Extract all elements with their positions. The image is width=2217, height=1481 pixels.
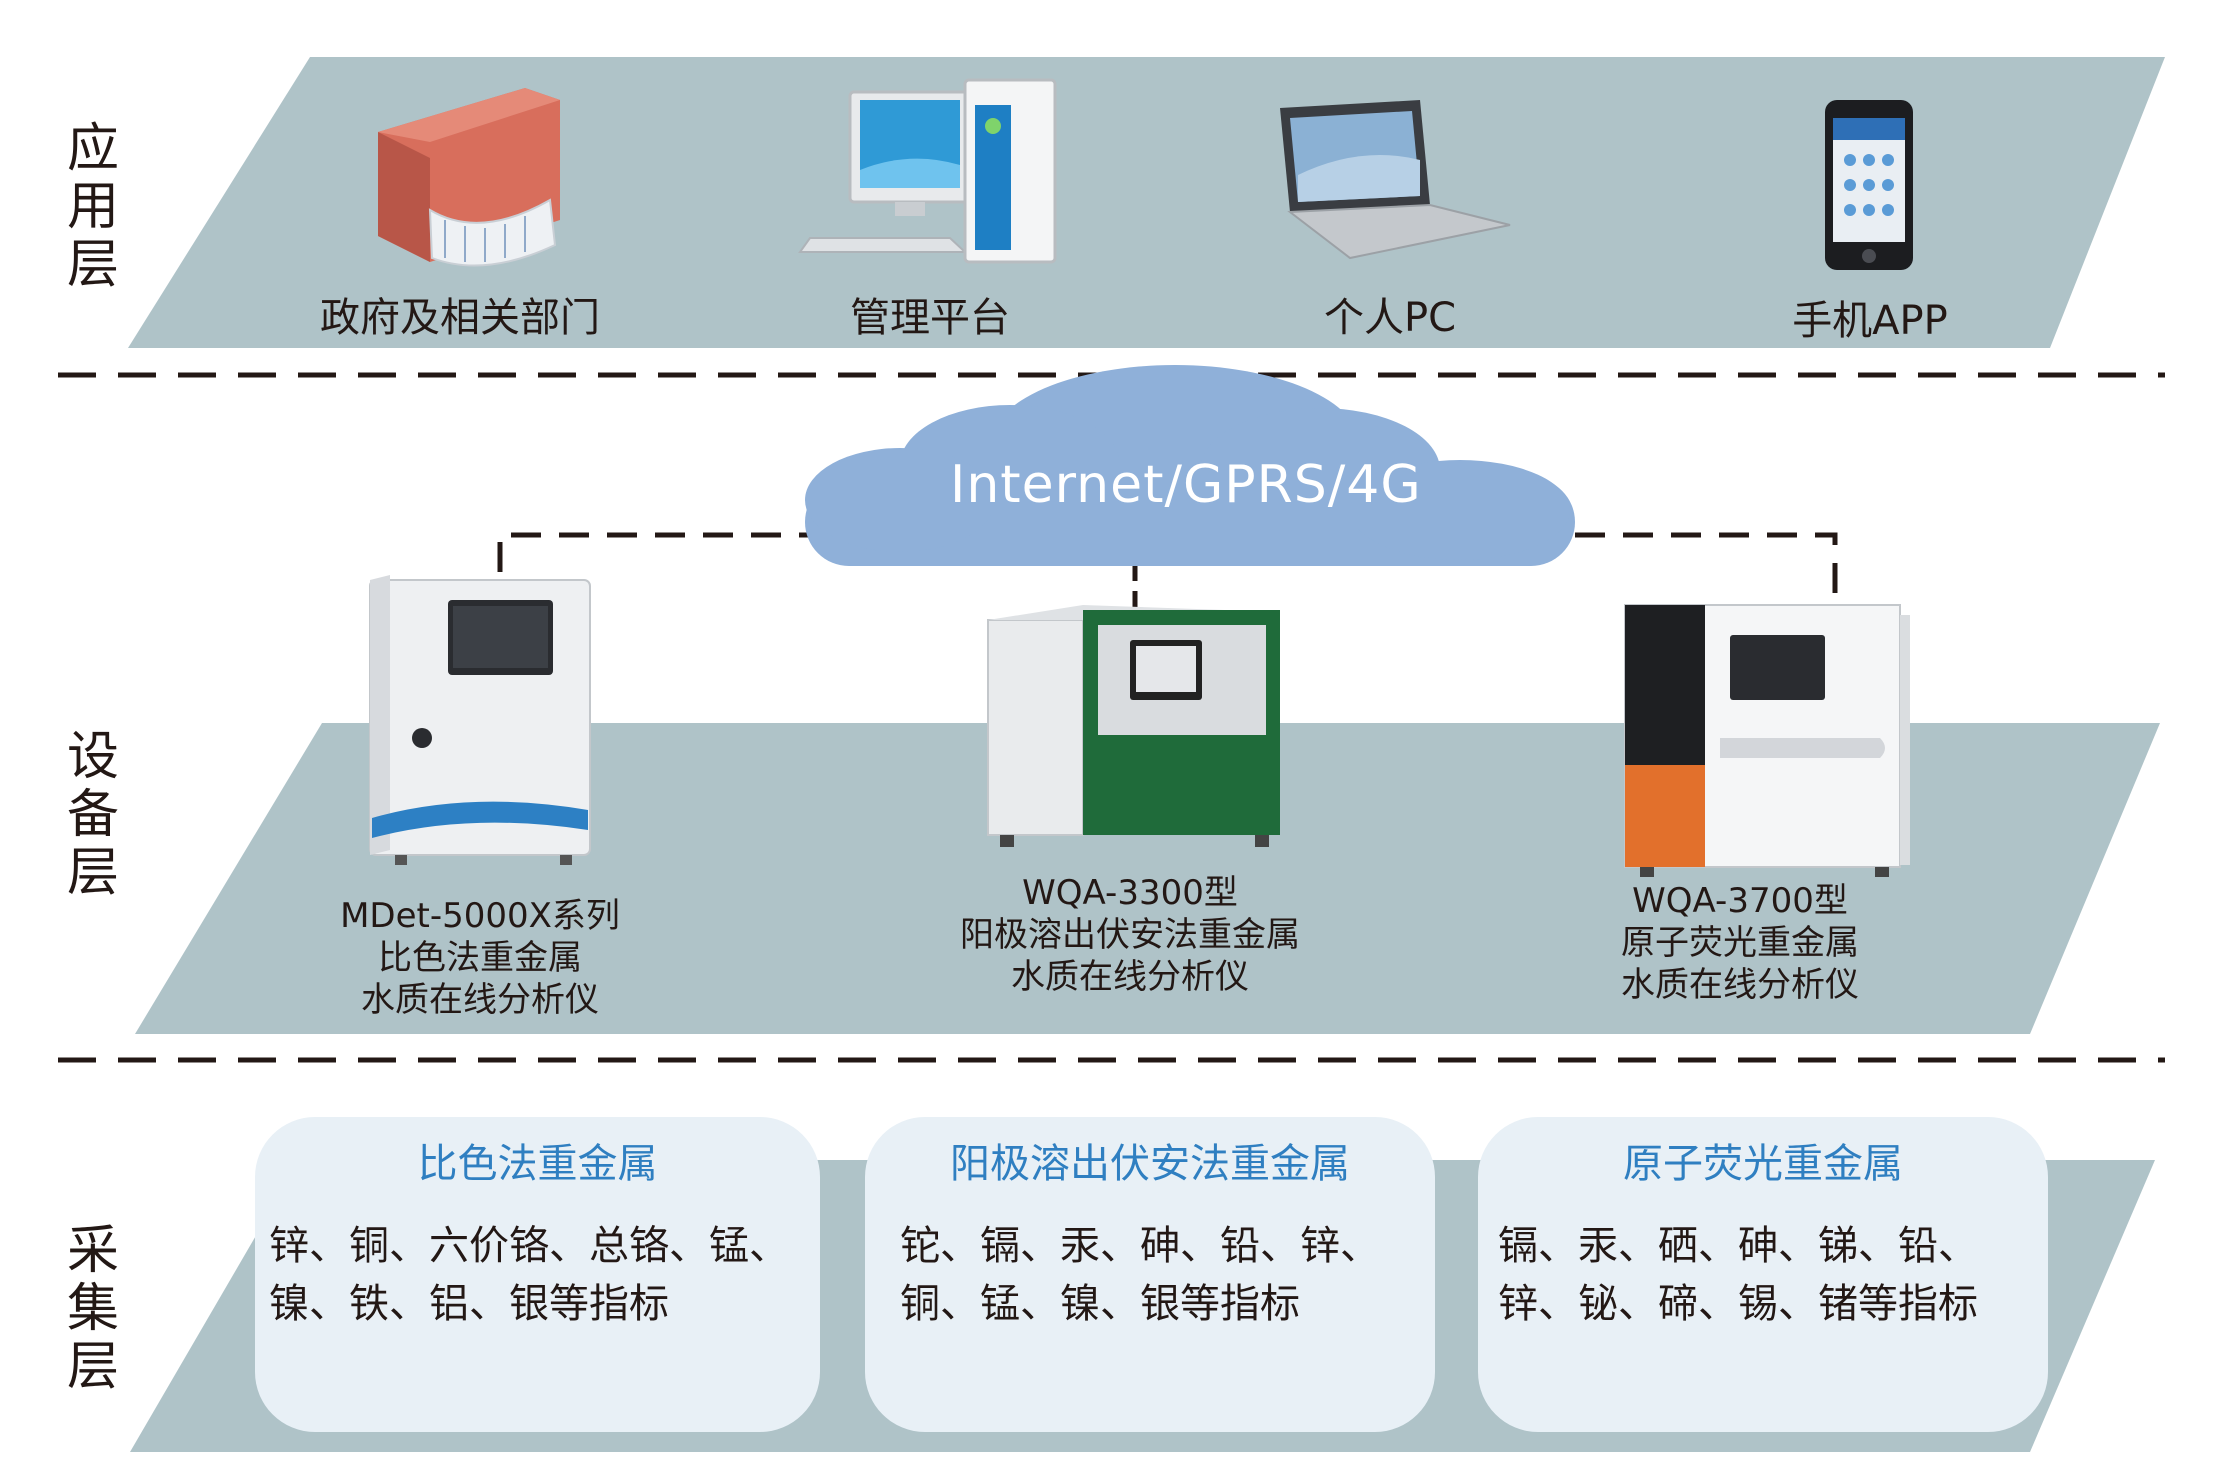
method-card-title: 原子荧光重金属 [1623, 1141, 1903, 1187]
laptop-icon [1280, 100, 1511, 260]
management-platform-label: 管理平台 [850, 295, 1010, 341]
device-1-model: MDet-5000X系列 [340, 896, 620, 936]
method-card-line: 铊、镉、汞、砷、铅、锌、 [900, 1223, 1380, 1269]
device-1-type: 水质在线分析仪 [361, 980, 599, 1020]
device-2-model: WQA-3300型 [1022, 873, 1238, 913]
device-2-method: 阳极溶出伏安法重金属 [960, 915, 1300, 955]
smartphone-icon [1825, 100, 1913, 270]
government-label: 政府及相关部门 [320, 295, 600, 341]
wqa-3300-analyzer-icon [987, 605, 1280, 847]
desktop-computer-icon [798, 78, 1057, 264]
method-card-body: 镉、汞、硒、砷、锑、铅、 锌、铋、碲、锡、锗等指标 [1498, 1217, 1978, 1333]
application-layer-band [128, 57, 2165, 348]
device-label-wqa-3700: WQA-3700型 原子荧光重金属 水质在线分析仪 [1560, 880, 1920, 1006]
device-2-type: 水质在线分析仪 [1011, 957, 1249, 997]
device-layer-label: 设备层 [58, 728, 128, 902]
connector-right [1575, 532, 1838, 600]
method-card-title: 比色法重金属 [417, 1141, 658, 1187]
cloud-icon [805, 365, 1575, 566]
connector-left [497, 532, 820, 572]
method-card-atomic-fluorescence: 原子荧光重金属 镉、汞、硒、砷、锑、铅、 锌、铋、碲、锡、锗等指标 [1478, 1117, 2048, 1432]
mdet-5000x-analyzer-icon [369, 575, 591, 865]
mobile-app-label: 手机APP [1792, 298, 1948, 344]
method-card-body: 锌、铜、六价铬、总铬、锰、 镍、铁、铝、银等指标 [269, 1217, 789, 1333]
device-3-model: WQA-3700型 [1632, 881, 1848, 921]
device-3-type: 水质在线分析仪 [1621, 965, 1859, 1005]
government-building-icon [378, 88, 560, 267]
personal-pc-label: 个人PC [1323, 295, 1457, 341]
method-card-voltammetry: 阳极溶出伏安法重金属 铊、镉、汞、砷、铅、锌、 铜、锰、镍、银等指标 [865, 1117, 1435, 1432]
device-label-wqa-3300: WQA-3300型 阳极溶出伏安法重金属 水质在线分析仪 [910, 872, 1350, 998]
method-card-line: 锌、铜、六价铬、总铬、锰、 [269, 1223, 789, 1269]
method-card-title: 阳极溶出伏安法重金属 [950, 1141, 1350, 1187]
application-layer-label: 应用层 [58, 120, 128, 294]
method-card-line: 铜、锰、镍、银等指标 [900, 1281, 1300, 1327]
method-card-line: 锌、铋、碲、锡、锗等指标 [1498, 1281, 1978, 1327]
device-3-method: 原子荧光重金属 [1621, 923, 1859, 963]
collection-layer-label: 采集层 [58, 1222, 128, 1396]
method-card-body: 铊、镉、汞、砷、铅、锌、 铜、锰、镍、银等指标 [900, 1217, 1380, 1333]
wqa-3700-analyzer-icon [1624, 604, 1910, 877]
device-label-mdet-5000x: MDet-5000X系列 比色法重金属 水质在线分析仪 [300, 895, 660, 1021]
network-label: Internet/GPRS/4G [950, 455, 1422, 515]
device-1-method: 比色法重金属 [378, 938, 582, 978]
device-layer-text: 设备层 [66, 727, 119, 903]
method-card-line: 镉、汞、硒、砷、锑、铅、 [1498, 1223, 1978, 1269]
application-layer-text: 应用层 [66, 119, 119, 295]
collection-layer-text: 采集层 [66, 1221, 119, 1397]
method-card-colorimetric: 比色法重金属 锌、铜、六价铬、总铬、锰、 镍、铁、铝、银等指标 [255, 1117, 820, 1432]
method-card-line: 镍、铁、铝、银等指标 [269, 1281, 669, 1327]
